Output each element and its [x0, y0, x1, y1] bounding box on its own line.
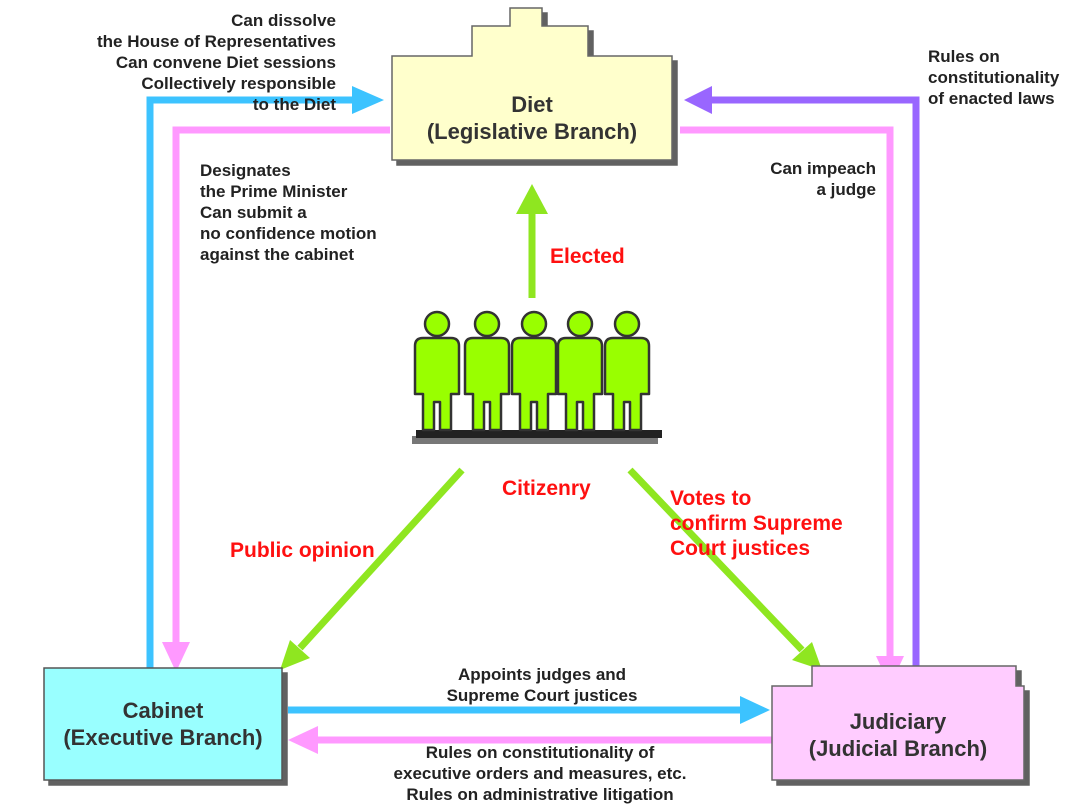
- citizen-figure: [510, 310, 558, 432]
- label-appoints-judges: Appoints judges and Supreme Court justic…: [446, 665, 638, 705]
- arrow-diet-to-cabinet: [162, 126, 390, 672]
- arrow-citizens-to-diet: [516, 184, 548, 298]
- arrow-cabinet-to-diet: [146, 86, 384, 680]
- label-diet-to-judiciary: Can impeach a judge: [770, 159, 876, 199]
- label-cabinet-to-diet: Can dissolve the House of Representative…: [96, 11, 336, 114]
- label-elected: Elected: [550, 245, 625, 268]
- diet-building-shape: [391, 7, 673, 161]
- arrow-cabinet-to-judiciary: [288, 696, 770, 724]
- cabinet-box-shape: [43, 667, 283, 781]
- citizen-figure: [556, 310, 604, 432]
- arrow-diet-to-judiciary: [680, 126, 904, 686]
- citizen-figure: [603, 310, 651, 432]
- citizen-figure: [463, 310, 511, 432]
- citizen-figure: [413, 310, 461, 432]
- label-public-opinion: Public opinion: [230, 539, 375, 562]
- arrow-citizens-to-judiciary: [627, 467, 822, 670]
- arrow-judiciary-to-cabinet: [288, 726, 776, 754]
- judiciary-building-shape: [771, 665, 1025, 781]
- arrow-citizens-to-cabinet: [280, 467, 465, 670]
- label-judiciary-to-diet: Rules on constitutionality of enacted la…: [928, 47, 1060, 108]
- citizens-figures: [412, 310, 662, 444]
- label-votes-to-confirm: Votes to confirm Supreme Court justices: [670, 487, 843, 560]
- arrow-judiciary-to-diet: [684, 86, 920, 692]
- label-diet-to-cabinet: Designates the Prime Minister Can submit…: [200, 161, 377, 264]
- citizenry-label: Citizenry: [502, 477, 591, 500]
